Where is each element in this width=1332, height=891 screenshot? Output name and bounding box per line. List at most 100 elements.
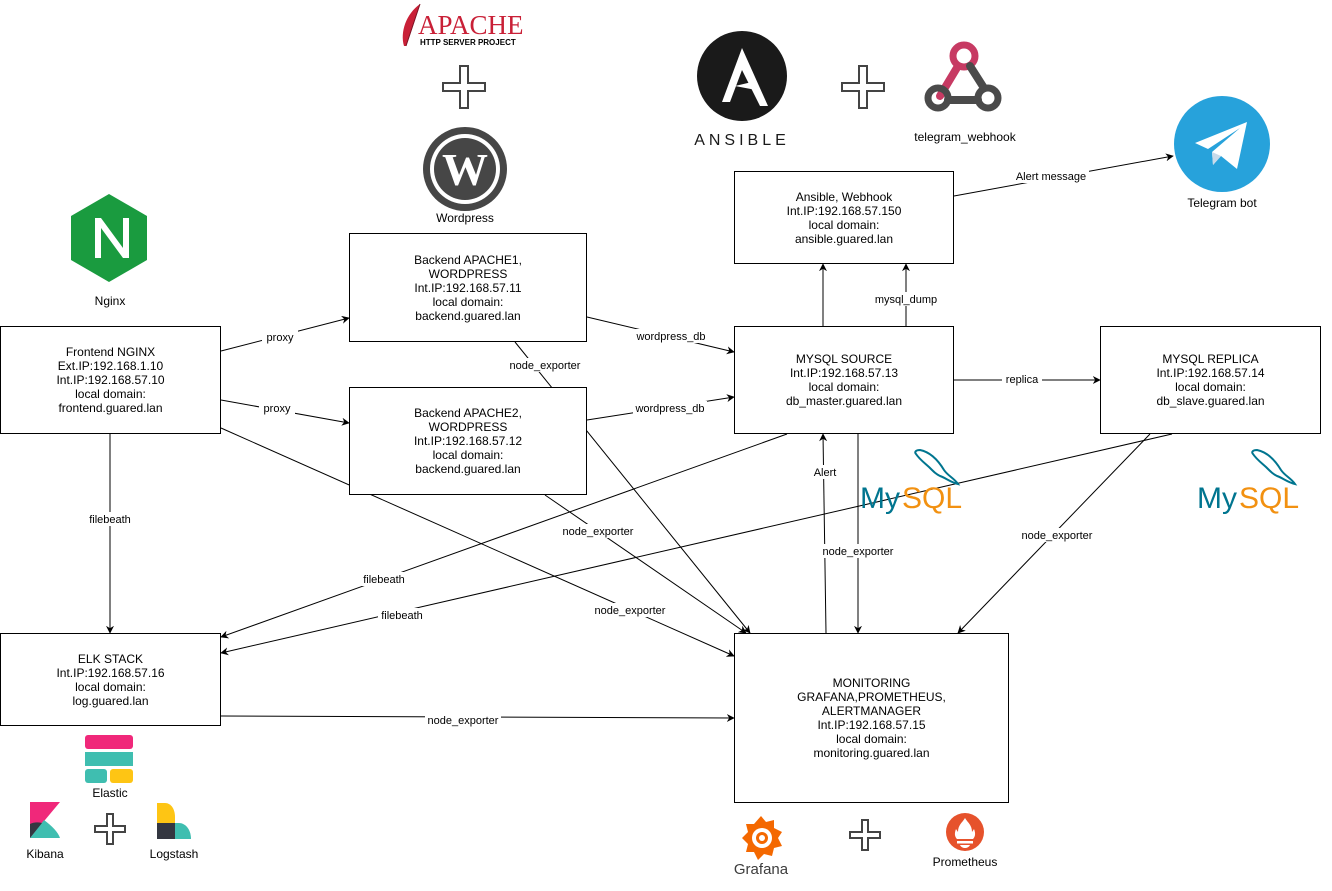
prometheus-logo — [945, 812, 985, 857]
plus-icon-ansible-webhook — [840, 64, 886, 115]
node-text-line: MYSQL SOURCE — [795, 352, 893, 366]
kibana-logo — [30, 802, 60, 845]
logstash-icon — [157, 803, 191, 839]
node-text-line: local domain: — [432, 294, 504, 309]
nginx-logo — [68, 192, 150, 289]
node-text-line: ELK STACK — [77, 651, 144, 666]
edge-label-filebeath-replica: filebeath — [378, 608, 426, 622]
edge-label-filebeath-source: filebeath — [360, 572, 408, 586]
svg-text:filebeath: filebeath — [89, 514, 131, 526]
node-text-line: Ansible, Webhook — [795, 189, 893, 204]
edge-label-node-exporter-replica: node_exporter — [1019, 528, 1095, 542]
node-text-line: local domain: — [75, 679, 146, 694]
ansible-logo: ANSIBLE — [690, 30, 800, 155]
node-text-line: Backend APACHE1, — [414, 252, 522, 267]
node-text-line: Int.IP:192.168.57.12 — [413, 434, 523, 448]
node-text-line: backend.guared.lan — [415, 308, 521, 323]
apache-logo: APACHE HTTP SERVER PROJECT — [390, 2, 530, 52]
node-text-line: frontend.guared.lan — [58, 401, 163, 415]
mysql-dolphin-icon: My SQL — [860, 448, 962, 515]
edge-label-filebeath-frontend: filebeath — [86, 512, 134, 526]
edge-label-node-exporter-frontend: node_exporter — [592, 603, 668, 617]
mysql-wordmark-my: My — [1197, 482, 1237, 515]
node-text-line: db_master.guared.lan — [785, 394, 903, 408]
node-text-line: Int.IP:192.168.57.150 — [786, 203, 902, 218]
node-text-line: ansible.guared.lan — [794, 231, 894, 246]
node-text-line: local domain: — [808, 380, 880, 394]
edge-monitoring-source-alert — [819, 433, 828, 634]
node-text-line: Int.IP:192.168.57.14 — [1156, 366, 1265, 380]
mysql-wordmark-my: My — [860, 482, 900, 515]
svg-text:node_exporter: node_exporter — [823, 546, 894, 558]
svg-text:mysql_dump: mysql_dump — [875, 294, 937, 306]
nginx-icon — [71, 194, 147, 282]
node-text-line: WORDPRESS — [428, 420, 508, 434]
node-text-line: local domain: — [1175, 380, 1246, 394]
grafana-icon: Grafana — [734, 816, 789, 878]
node-text-line: local domain: — [75, 387, 146, 401]
edge-label-node-exporter-elk: node_exporter — [425, 713, 501, 727]
kibana-icon — [30, 802, 60, 838]
svg-text:wordpress_db: wordpress_db — [635, 331, 705, 343]
telegram-logo — [1173, 95, 1271, 198]
elastic-icon — [85, 735, 133, 783]
node-text-line: WORDPRESS — [428, 266, 508, 281]
node-text-line: Int.IP:192.168.57.11 — [414, 280, 522, 295]
node-text-line: monitoring.guared.lan — [813, 746, 930, 760]
edge-source-elk — [220, 433, 788, 639]
ansible-wordmark: ANSIBLE — [694, 132, 790, 149]
edge-label-node-exporter-source: node_exporter — [820, 544, 896, 558]
node-text-line: Backend APACHE2, — [414, 406, 522, 420]
node-text-line: local domain: — [836, 732, 907, 746]
node-text-line: GRAFANA,PROMETHEUS, — [797, 690, 946, 704]
node-text-line: Int.IP:192.168.57.16 — [56, 665, 165, 680]
edge-frontend-monitoring — [220, 427, 735, 657]
prometheus-icon — [946, 813, 984, 851]
svg-text:wordpress_db: wordpress_db — [634, 403, 704, 415]
webhook-logo — [922, 40, 1006, 121]
node-text-line: Int.IP:192.168.57.10 — [56, 373, 165, 387]
plus-icon-grafana-prometheus — [848, 818, 882, 857]
svg-text:node_exporter: node_exporter — [595, 605, 666, 617]
node-text-line: Frontend NGINX — [65, 345, 156, 359]
wordpress-caption: Wordpress — [436, 211, 494, 225]
edge-label-wordpress-db-1: wordpress_db — [634, 329, 708, 343]
node-text-line: local domain: — [432, 448, 504, 462]
node-text-line: Ext.IP:192.168.1.10 — [57, 359, 164, 373]
mysql-dolphin-icon: My SQL — [1197, 448, 1299, 515]
ansible-icon: ANSIBLE — [694, 31, 790, 149]
svg-text:node_exporter: node_exporter — [428, 715, 499, 727]
node-text-line: db_slave.guared.lan — [1156, 394, 1265, 408]
nginx-caption: Nginx — [94, 294, 126, 308]
svg-text:node_exporter: node_exporter — [1022, 530, 1093, 542]
node-text-line: Int.IP:192.168.57.13 — [789, 366, 899, 380]
edge-label-alert: Alert — [810, 465, 840, 479]
edge-apache2-monitoring — [544, 494, 747, 634]
edge-label-proxy-1: proxy — [262, 330, 298, 344]
svg-text:node_exporter: node_exporter — [563, 526, 634, 538]
svg-text:proxy: proxy — [267, 332, 294, 344]
grafana-logo: Grafana — [728, 810, 794, 885]
edge-label-proxy-2: proxy — [259, 401, 295, 415]
telegram-webhook-caption: telegram_webhook — [914, 130, 1016, 144]
edge-label-node-exporter-apache1: node_exporter — [507, 358, 583, 372]
edge-label-replica: replica — [1002, 372, 1042, 386]
svg-text:proxy: proxy — [264, 403, 291, 415]
node-text-line: MONITORING — [832, 676, 911, 690]
apache-feather-icon: APACHE HTTP SERVER PROJECT — [402, 3, 524, 47]
plus-icon-apache-wordpress — [441, 64, 487, 115]
prometheus-caption: Prometheus — [932, 855, 998, 869]
edge-label-alert-message: Alert message — [1013, 169, 1089, 183]
node-text-line: local domain: — [808, 217, 880, 232]
telegram-bot-caption: Telegram bot — [1187, 196, 1257, 210]
node-text-line: MYSQL REPLICA — [1162, 352, 1259, 366]
